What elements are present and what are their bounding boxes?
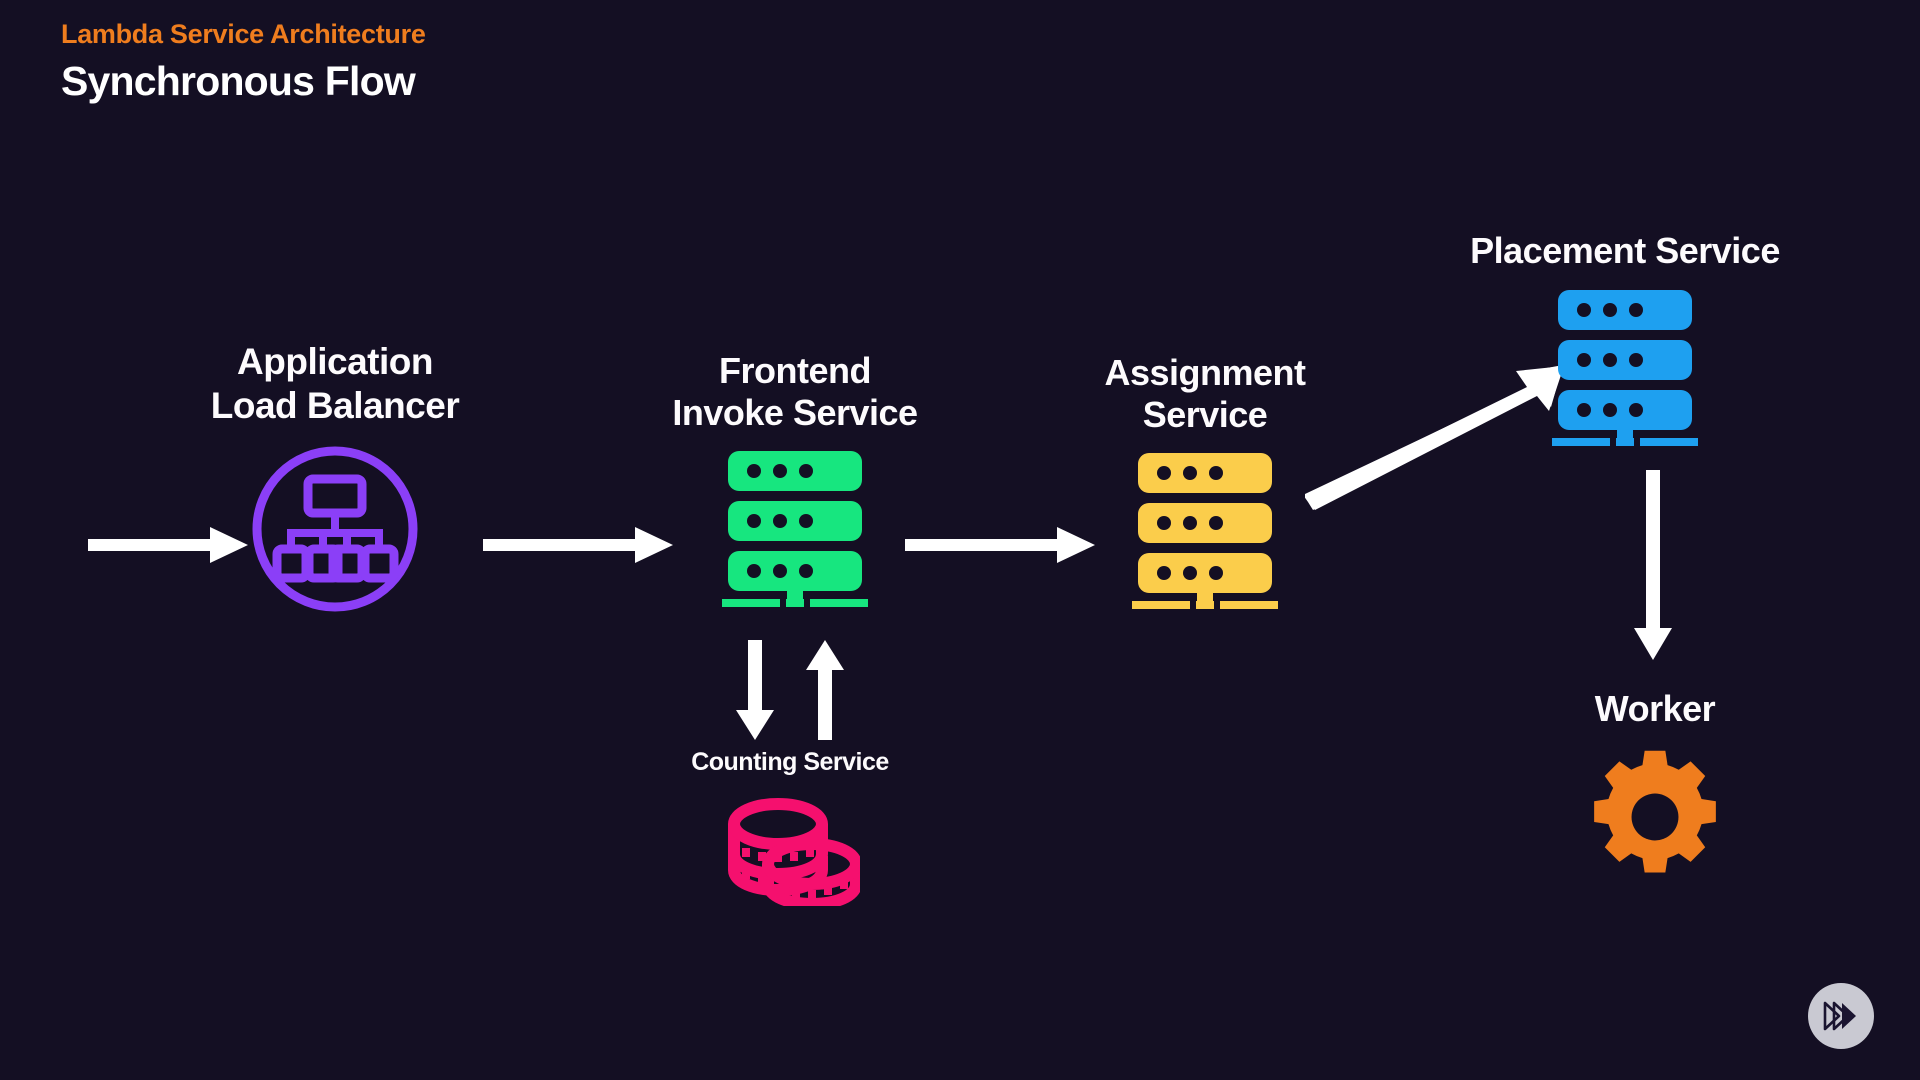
coins-icon xyxy=(640,796,940,906)
arrow-frontend-to-counting xyxy=(733,640,777,745)
server-stack-icon-assignment xyxy=(1060,452,1350,609)
node-application-load-balancer[interactable]: Application Load Balancer xyxy=(190,340,480,615)
arrow-ingress-to-load-balancer xyxy=(88,520,248,575)
node-label-frontend-invoke-service: Frontend Invoke Service xyxy=(672,350,918,434)
node-label-worker: Worker xyxy=(1594,688,1716,729)
server-stack-icon-placement xyxy=(1415,290,1835,447)
gear-icon xyxy=(1510,748,1800,886)
node-worker[interactable]: Worker xyxy=(1510,688,1800,886)
arrow-counting-to-frontend xyxy=(803,640,847,745)
slide-eyebrow: Lambda Service Architecture xyxy=(61,19,426,49)
play-triangle-icon xyxy=(1823,1001,1856,1031)
node-label-placement-service: Placement Service xyxy=(1470,230,1780,271)
load-balancer-circle-icon xyxy=(190,443,480,615)
node-assignment-service[interactable]: Assignment Service xyxy=(1060,352,1350,609)
arrow-assignment-to-placement xyxy=(1303,365,1565,515)
arrow-frontend-to-assignment xyxy=(905,520,1095,575)
node-frontend-invoke-service[interactable]: Frontend Invoke Service xyxy=(650,350,940,607)
play-triangle-logo[interactable] xyxy=(1808,983,1874,1049)
node-label-counting-service: Counting Service xyxy=(691,748,889,776)
node-label-assignment-service: Assignment Service xyxy=(1104,352,1306,436)
slide-header: Lambda Service Architecture Synchronous … xyxy=(61,18,426,107)
node-label-application-load-balancer: Application Load Balancer xyxy=(210,341,460,426)
server-stack-icon-frontend xyxy=(650,450,940,607)
node-counting-service[interactable]: Counting Service xyxy=(640,748,940,906)
node-placement-service[interactable]: Placement Service xyxy=(1415,230,1835,447)
arrow-placement-to-worker xyxy=(1631,470,1675,665)
arrow-load-balancer-to-frontend xyxy=(483,520,673,575)
page-title: Synchronous Flow xyxy=(61,57,416,104)
